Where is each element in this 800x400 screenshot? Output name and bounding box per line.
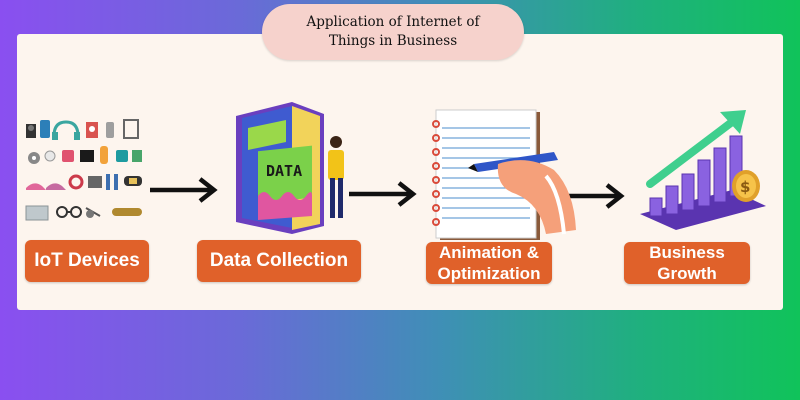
sensor-icon <box>123 119 139 139</box>
headphones-icon <box>52 120 80 140</box>
step-label-text: IoT Devices <box>34 250 140 271</box>
thermostat-icon <box>86 122 98 138</box>
smart-speaker-icon <box>40 120 50 138</box>
step-label-text: Animation & <box>438 243 540 262</box>
spiral-binding <box>432 120 440 226</box>
camera-icon <box>26 124 36 138</box>
trend-arrow-icon <box>646 110 746 188</box>
camera-icon <box>80 150 94 162</box>
arrow-right-icon <box>349 181 417 207</box>
step-label-data-collection: Data Collection <box>197 240 361 282</box>
step-label-text: Optimization <box>437 264 541 283</box>
ring-icon <box>68 174 84 190</box>
coin-icon: $ <box>732 170 760 202</box>
step-label-animation-optimization: Animation & Optimization <box>426 242 552 284</box>
earbuds-icon <box>106 174 118 190</box>
smart-glasses-icon <box>56 206 82 218</box>
sensor-icon <box>132 150 142 162</box>
person-icon <box>328 136 344 218</box>
gear-icon <box>28 152 40 164</box>
tracker-icon <box>106 122 114 138</box>
step-label-text: Growth <box>657 264 717 283</box>
sneaker-icon <box>26 183 46 190</box>
title-banner: Application of Internet of Things in Bus… <box>262 4 524 60</box>
fitness-band-icon <box>112 208 142 216</box>
fitness-band-icon <box>124 176 142 186</box>
step-label-text: Data Collection <box>209 250 349 271</box>
step-label-business-growth: Business Growth <box>624 242 750 284</box>
smart-plug-icon <box>62 150 74 162</box>
data-book-illustration: DATA <box>236 102 344 234</box>
hand-icon <box>497 160 576 235</box>
bottle-icon <box>100 146 108 164</box>
step-label-iot-devices: IoT Devices <box>25 240 149 282</box>
title-line-2: Things in Business <box>328 33 458 49</box>
smartwatch-icon <box>116 150 128 162</box>
data-book-label: DATA <box>266 162 302 180</box>
step-label-text: Business <box>649 243 725 262</box>
title-line-1: Application of Internet of <box>306 14 480 30</box>
iot-devices-illustration <box>25 119 142 221</box>
notepad-illustration <box>432 109 576 240</box>
camera-icon <box>88 176 102 188</box>
growth-chart-illustration: $ <box>640 110 766 230</box>
smart-glasses-icon <box>85 207 101 218</box>
sneaker-icon <box>46 183 66 190</box>
coin-symbol: $ <box>740 178 750 196</box>
smart-scale-icon <box>25 205 49 221</box>
arrow-right-icon <box>150 177 218 203</box>
bulb-icon <box>44 150 56 162</box>
